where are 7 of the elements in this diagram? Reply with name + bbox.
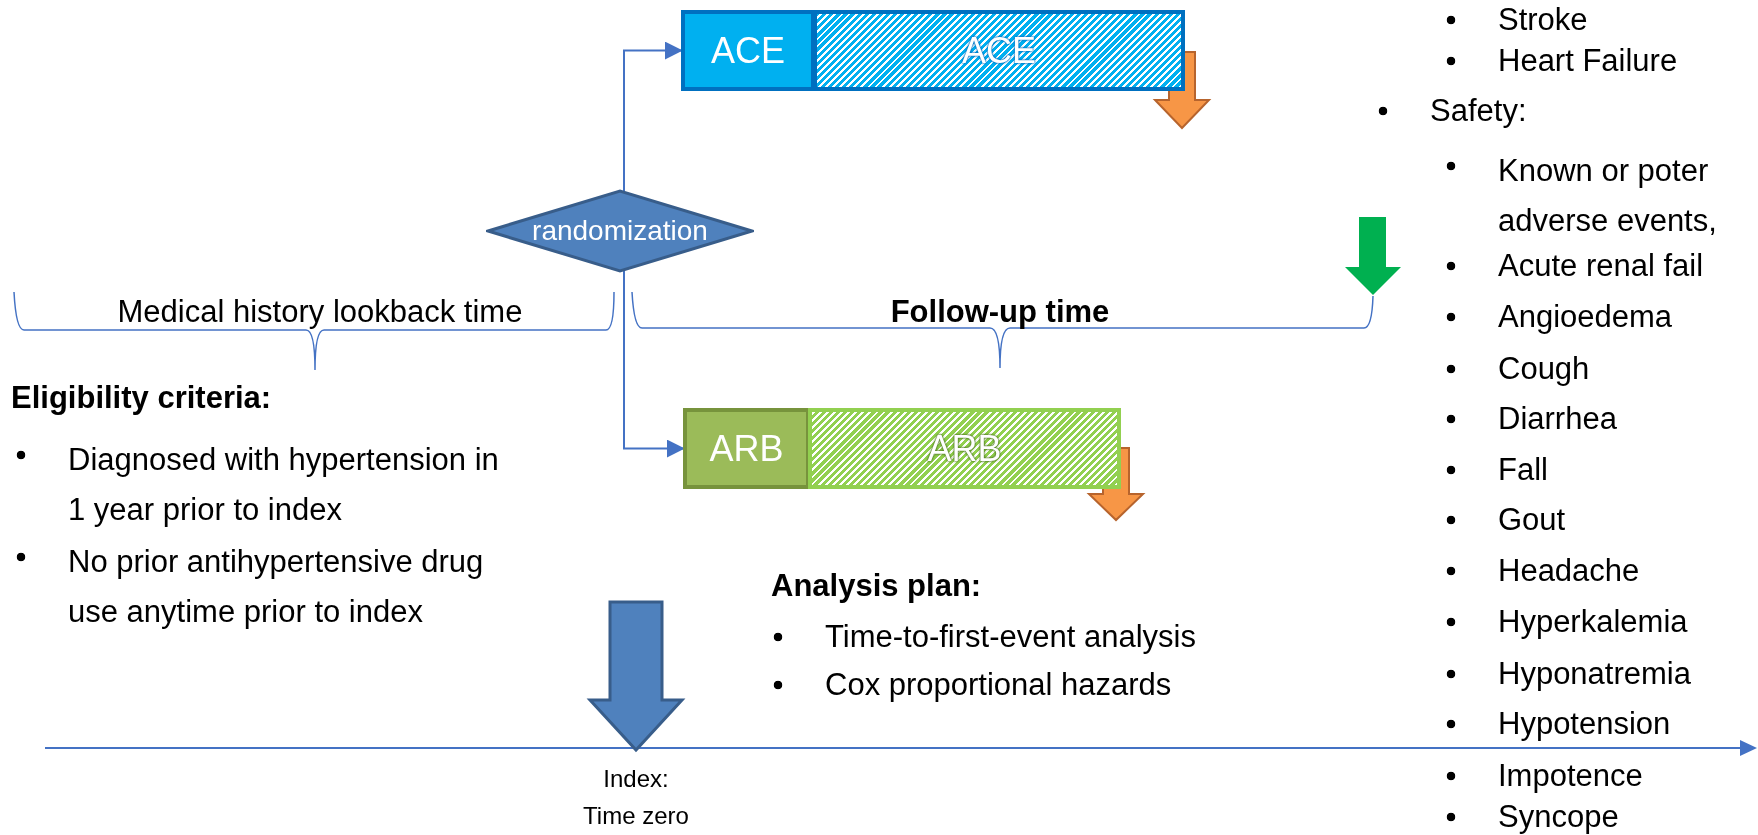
- axis-label: Index: Time zero: [582, 764, 690, 831]
- bracket-label: Follow-up time: [889, 293, 1111, 331]
- section-heading: Analysis plan:: [771, 567, 983, 605]
- bracket-label: Medical history lookback time: [116, 293, 524, 331]
- treatment-bar: ARB: [683, 408, 810, 489]
- section-heading: Eligibility criteria:: [11, 379, 273, 417]
- treatment-bar: ACE: [681, 10, 815, 91]
